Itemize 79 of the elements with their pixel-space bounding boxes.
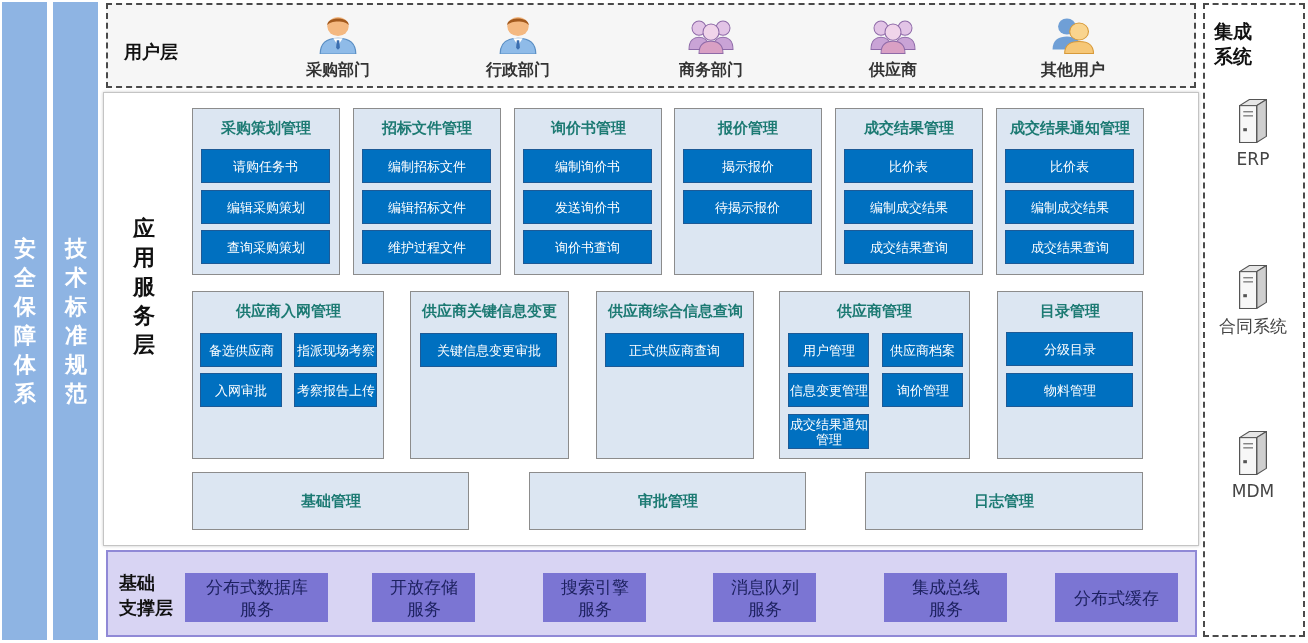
layer-panel [106, 550, 1197, 637]
function-box: 比价表 [844, 149, 973, 183]
module-panel [410, 291, 569, 459]
user-label: 供应商 [869, 60, 917, 79]
service-box: 集成总线服务 [884, 573, 1007, 622]
function-box: 用户管理 [788, 333, 869, 367]
layer-title: 基础支撑层 [119, 571, 173, 620]
side-band: 技术标准规范 [53, 2, 98, 640]
system-label: MDM [1231, 481, 1275, 501]
module-title: 供应商入网管理 [235, 302, 341, 320]
function-box: 查询采购策划 [201, 230, 330, 264]
function-box: 比价表 [1005, 149, 1134, 183]
function-box: 询价书查询 [523, 230, 652, 264]
user-label: 采购部门 [306, 60, 370, 79]
module-title: 报价管理 [718, 119, 778, 137]
function-box: 信息变更管理 [788, 373, 869, 407]
function-box: 正式供应商查询 [605, 333, 744, 367]
function-box: 编制成交结果 [844, 190, 973, 224]
function-box: 请购任务书 [201, 149, 330, 183]
module-panel [192, 291, 384, 459]
layer-panel [106, 3, 1196, 88]
side-band: 安全保障体系 [2, 2, 47, 640]
user-label: 商务部门 [679, 60, 743, 79]
layer-title: 应用服务层 [132, 215, 156, 359]
function-box: 指派现场考察 [294, 333, 377, 367]
function-box: 成交结果查询 [1005, 230, 1134, 264]
module-panel [353, 108, 501, 275]
layer-title: 用户层 [124, 40, 178, 64]
function-box: 编制成交结果 [1005, 190, 1134, 224]
function-box: 揭示报价 [683, 149, 812, 183]
service-box: 分布式缓存 [1055, 573, 1178, 622]
function-box: 成交结果通知管理 [788, 414, 869, 449]
layer-panel [103, 92, 1199, 546]
module-title: 目录管理 [1040, 302, 1100, 320]
service-box: 开放存储服务 [372, 573, 475, 622]
module-panel: 日志管理 [865, 472, 1143, 530]
module-panel [996, 108, 1144, 275]
module-panel: 审批管理 [529, 472, 806, 530]
module-panel [192, 108, 340, 275]
system-label: ERP [1236, 149, 1270, 169]
module-panel [997, 291, 1143, 459]
function-box: 待揭示报价 [683, 190, 812, 224]
user-label: 其他用户 [1041, 60, 1105, 79]
function-box: 发送询价书 [523, 190, 652, 224]
module-title: 招标文件管理 [382, 119, 472, 137]
function-box: 备选供应商 [200, 333, 282, 367]
system-panel [1203, 3, 1305, 637]
service-box: 搜索引擎服务 [543, 573, 646, 622]
module-title: 供应商综合信息查询 [607, 302, 743, 320]
function-box: 编辑采购策划 [201, 190, 330, 224]
module-title: 询价书管理 [550, 119, 626, 137]
function-box: 关键信息变更审批 [420, 333, 557, 367]
function-box: 维护过程文件 [362, 230, 491, 264]
module-panel: 基础管理 [192, 472, 469, 530]
function-box: 物料管理 [1006, 373, 1133, 407]
function-box: 供应商档案 [882, 333, 963, 367]
function-box: 编制招标文件 [362, 149, 491, 183]
module-panel [514, 108, 662, 275]
service-box: 分布式数据库服务 [185, 573, 328, 622]
module-panel [674, 108, 822, 275]
module-panel [779, 291, 970, 459]
function-box: 成交结果查询 [844, 230, 973, 264]
function-box: 入网审批 [200, 373, 282, 407]
service-box: 消息队列服务 [713, 573, 816, 622]
module-panel [835, 108, 983, 275]
module-title: 成交结果管理 [864, 119, 954, 137]
function-box: 编辑招标文件 [362, 190, 491, 224]
function-box: 考察报告上传 [294, 373, 377, 407]
user-label: 行政部门 [486, 60, 550, 79]
module-title: 成交结果通知管理 [1010, 119, 1130, 137]
module-panel [596, 291, 754, 459]
module-title: 供应商管理 [837, 302, 912, 320]
module-title: 采购策划管理 [221, 119, 311, 137]
function-box: 询价管理 [882, 373, 963, 407]
layer-title: 集成系统 [1214, 19, 1252, 69]
function-box: 编制询价书 [523, 149, 652, 183]
function-box: 分级目录 [1006, 332, 1133, 366]
system-label: 合同系统 [1219, 316, 1287, 336]
module-title: 供应商关键信息变更 [422, 302, 557, 320]
